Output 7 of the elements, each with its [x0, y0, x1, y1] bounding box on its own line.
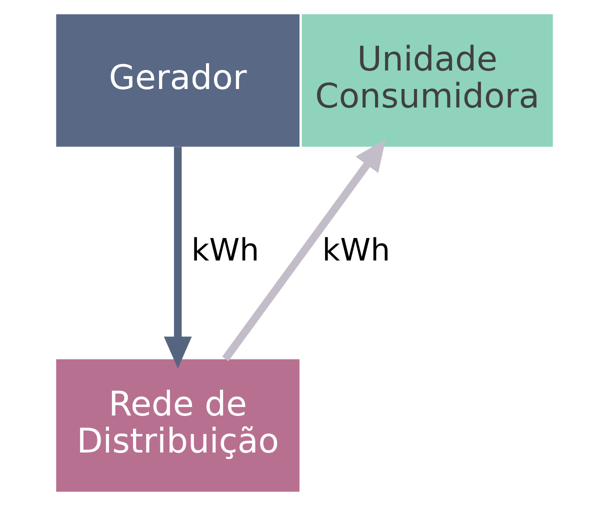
node-box: Unidade Consumidora: [301, 14, 552, 147]
edge-label: kWh: [322, 232, 390, 269]
arrow: [163, 146, 192, 369]
arrow: [222, 139, 386, 362]
edge-label: kWh: [190, 232, 259, 269]
node-box: Gerador: [56, 14, 299, 147]
node-box: Rede de Distribuição: [56, 359, 299, 492]
